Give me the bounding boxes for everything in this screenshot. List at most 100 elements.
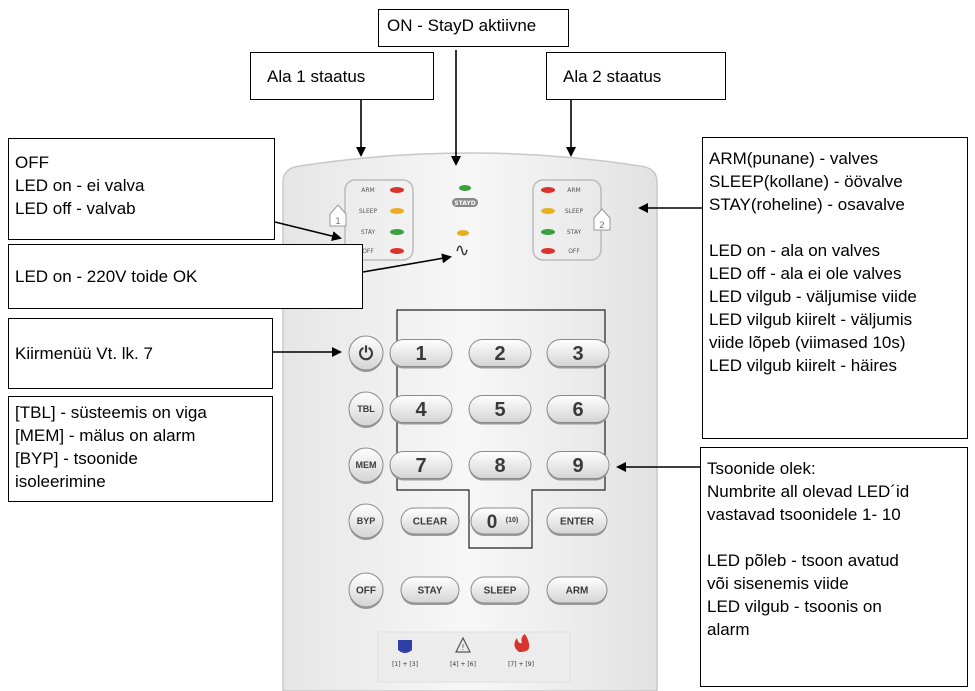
keys-callout-line: isoleerimine xyxy=(15,472,106,491)
arm-button-face xyxy=(546,576,608,604)
police-panic-label: [1] + [3] xyxy=(392,661,418,668)
zones-callout: Tsoonide olek: Numbrite all olevad LED´i… xyxy=(700,447,968,687)
key-7[interactable]: 7 xyxy=(389,451,453,481)
keys-callout-line: [BYP] - tsoonide xyxy=(15,449,138,468)
led-callout-line: LED on - ala on valves xyxy=(709,241,881,260)
area1-led-label: STAY xyxy=(361,229,376,236)
zones-callout-line: LED põleb - tsoon avatud xyxy=(707,551,899,570)
key-1-label: 1 xyxy=(415,343,426,365)
zones-callout-line: Tsoonide olek: xyxy=(707,459,816,478)
off-callout-line: LED on - ei valva xyxy=(15,176,145,195)
byp-button-face xyxy=(348,503,384,539)
area1-house-icon: 1 xyxy=(329,204,347,227)
arm-callout-line: SLEEP(kollane) - öövalve xyxy=(709,172,903,191)
quick-menu-button-label: ⏻ xyxy=(359,343,374,363)
arrow-off xyxy=(274,221,342,241)
key-0[interactable]: 0 (10) xyxy=(470,507,530,536)
led-callout-line: LED vilgub kiirelt - häires xyxy=(709,356,898,375)
stayd-callout: ON - StayD aktiivne xyxy=(378,9,569,47)
keys-callout-line: [MEM] - mälus on alarm xyxy=(15,426,196,445)
off-button[interactable]: OFF xyxy=(348,572,384,609)
key-0-sublabel: (10) xyxy=(506,517,518,524)
area2-led-off xyxy=(541,248,555,254)
off-callout-line: OFF xyxy=(15,153,49,172)
key-6-face xyxy=(546,395,610,423)
area2-led-label: SLEEP xyxy=(565,208,584,215)
zones-callout-line: LED vilgub - tsoonis on xyxy=(707,597,882,616)
enter-button-face xyxy=(546,507,608,535)
key-8-label: 8 xyxy=(494,455,505,477)
byp-button[interactable]: BYP xyxy=(348,503,384,540)
key-6-label: 6 xyxy=(572,399,583,421)
enter-button-label: ENTER xyxy=(560,517,595,528)
mem-button-label: MEM xyxy=(356,460,377,470)
power-callout: LED on - 220V toide OK xyxy=(8,244,363,309)
quick-menu-callout: Kiirmenüü Vt. lk. 7 xyxy=(8,318,273,389)
key-5[interactable]: 5 xyxy=(468,395,532,425)
tbl-button[interactable]: TBL xyxy=(348,391,384,428)
area1-led-label: OFF xyxy=(362,248,374,255)
area1-callout: Ala 1 staatus xyxy=(250,52,434,100)
off-callout: OFF LED on - ei valva LED off - valvab xyxy=(8,138,275,240)
key-3[interactable]: 3 xyxy=(546,339,610,369)
area1-led-sleep xyxy=(390,208,404,214)
area1-callout-text: Ala 1 staatus xyxy=(267,67,366,86)
area2-led-label: OFF xyxy=(568,248,580,255)
area2-led-stay xyxy=(541,229,555,235)
area2-callout: Ala 2 staatus xyxy=(546,52,726,100)
area1-led-arm xyxy=(390,187,404,193)
off-callout-line: LED off - valvab xyxy=(15,199,136,218)
area2-led-label: ARM xyxy=(567,187,580,194)
byp-button-label: BYP xyxy=(357,516,376,526)
power-symbol-icon: ∿ xyxy=(454,240,469,261)
key-7-face xyxy=(389,451,453,479)
enter-button[interactable]: ENTER xyxy=(546,507,608,536)
key-6[interactable]: 6 xyxy=(546,395,610,425)
key-0-label: 0 xyxy=(487,512,498,533)
key-0-face xyxy=(470,507,530,535)
key-3-label: 3 xyxy=(572,343,583,365)
stayd-led xyxy=(459,185,471,191)
key-9-label: 9 xyxy=(572,455,583,477)
key-2-label: 2 xyxy=(494,343,505,365)
key-4-label: 4 xyxy=(415,399,427,421)
clear-button[interactable]: CLEAR xyxy=(400,507,460,536)
stay-button[interactable]: STAY xyxy=(400,576,460,605)
arm-button-label: ARM xyxy=(566,586,589,597)
area1-led-label: SLEEP xyxy=(359,208,378,215)
sleep-button-face xyxy=(470,576,530,604)
area2-number: 2 xyxy=(599,221,605,231)
medical-panic-label: [4] + [6] xyxy=(450,661,476,668)
key-8[interactable]: 8 xyxy=(468,451,532,481)
key-1[interactable]: 1 xyxy=(389,339,453,369)
svg-text:!: ! xyxy=(461,643,464,652)
sleep-button[interactable]: SLEEP xyxy=(470,576,530,605)
key-7-label: 7 xyxy=(415,455,426,477)
arrows xyxy=(273,50,702,472)
medical-panic-icon: ! xyxy=(455,636,471,653)
key-2[interactable]: 2 xyxy=(468,339,532,369)
area2-led-label: STAY xyxy=(567,229,582,236)
stayd-label: STAYD xyxy=(454,200,475,207)
zones-callout-line: või sisenemis viide xyxy=(707,574,849,593)
key-5-face xyxy=(468,395,532,423)
quick-menu-button-face xyxy=(348,335,384,371)
arm-button[interactable]: ARM xyxy=(546,576,608,605)
zones-callout-line: Numbrite all olevad LED´id xyxy=(707,482,910,501)
key-4-face xyxy=(389,395,453,423)
clear-button-face xyxy=(400,507,460,535)
stay-button-label: STAY xyxy=(417,586,442,597)
quick-menu-button[interactable]: ⏻ xyxy=(348,335,384,372)
sleep-button-label: SLEEP xyxy=(484,586,517,597)
zones-callout-line: alarm xyxy=(707,620,750,639)
key-4[interactable]: 4 xyxy=(389,395,453,425)
power-callout-text: LED on - 220V toide OK xyxy=(15,267,198,286)
area2-callout-text: Ala 2 staatus xyxy=(563,67,662,86)
mem-button[interactable]: MEM xyxy=(348,447,384,484)
fire-panic-icon xyxy=(514,634,530,652)
stayd-callout-text: ON - StayD aktiivne xyxy=(387,16,537,35)
led-callout-line: LED vilgub kiirelt - väljumis xyxy=(709,310,913,329)
zone-key-outline xyxy=(396,309,606,549)
key-9[interactable]: 9 xyxy=(546,451,610,481)
led-callout-line: viide lõpeb (viimased 10s) xyxy=(709,333,906,352)
